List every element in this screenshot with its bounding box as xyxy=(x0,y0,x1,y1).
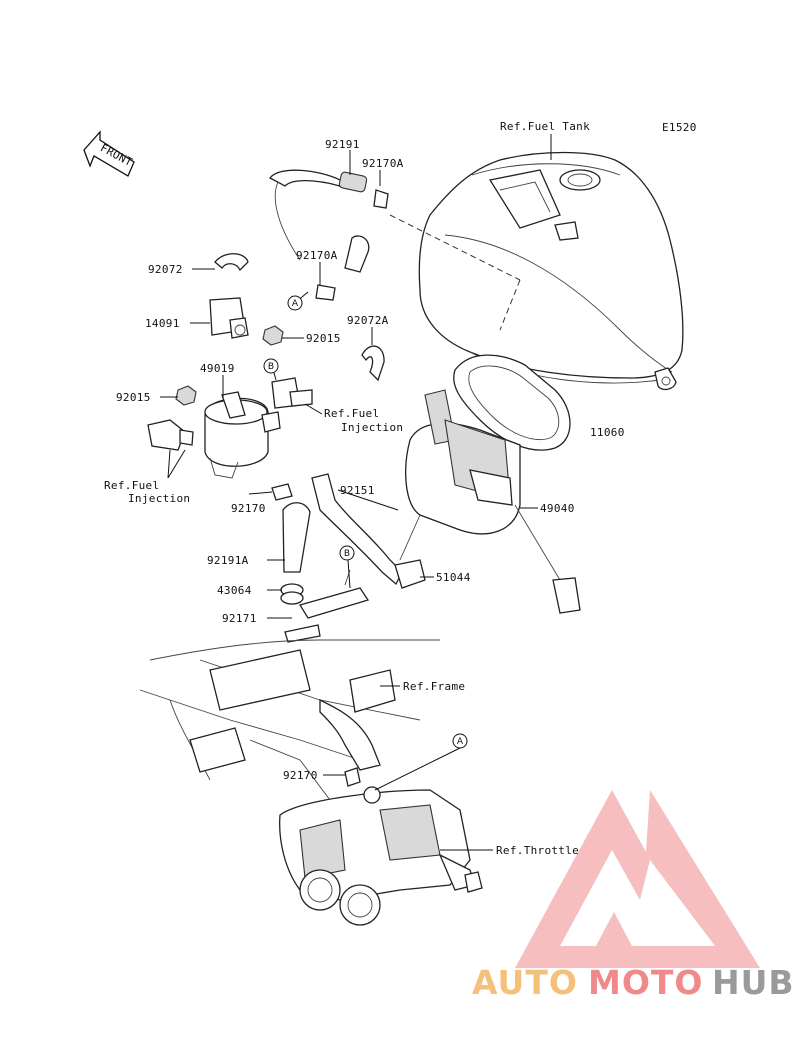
watermark-moto: MOTO xyxy=(588,963,703,1002)
ref-throttle-label: Ref.Throttle xyxy=(496,844,579,857)
callout-b-mid: B xyxy=(339,545,355,561)
part-92072: 92072 xyxy=(148,263,183,276)
part-92171: 92171 xyxy=(222,612,257,625)
svg-text:A: A xyxy=(292,299,299,309)
ref-fuel-injection-right-line1: Ref.Fuel xyxy=(324,407,379,420)
callout-b-top: B xyxy=(263,358,279,374)
part-49040: 49040 xyxy=(540,502,575,515)
diagram-code: E1520 xyxy=(662,121,697,134)
watermark-logo-icon xyxy=(515,790,760,968)
part-49019: 49019 xyxy=(200,362,235,375)
svg-text:B: B xyxy=(268,362,274,372)
part-92170-mid: 92170 xyxy=(231,502,266,515)
ref-fuel-injection-left-line1: Ref.Fuel xyxy=(104,479,159,492)
frame xyxy=(139,639,440,801)
part-92170a-mid: 92170A xyxy=(296,249,338,262)
sensor-left xyxy=(147,419,194,451)
valve-right xyxy=(271,377,313,409)
fuel-tank xyxy=(418,151,684,391)
canister xyxy=(204,391,281,479)
part-14091: 14091 xyxy=(145,317,180,330)
part-92072a: 92072A xyxy=(347,314,389,327)
part-92015-top: 92015 xyxy=(306,332,341,345)
part-92191a: 92191A xyxy=(207,554,249,567)
hose-92191a xyxy=(280,473,426,605)
fuel-pump xyxy=(399,389,581,614)
part-92170a-top: 92170A xyxy=(362,157,404,170)
nut xyxy=(262,325,284,346)
ref-frame-label: Ref.Frame xyxy=(403,680,465,693)
clamp xyxy=(214,253,249,272)
part-92151: 92151 xyxy=(340,484,375,497)
part-92191: 92191 xyxy=(325,138,360,151)
part-11060: 11060 xyxy=(590,426,625,439)
watermark-hub: HUB xyxy=(712,963,795,1002)
tank-ref-line xyxy=(499,279,521,331)
throttle-body xyxy=(279,767,483,926)
nut xyxy=(175,385,197,406)
tank-ref-line xyxy=(389,214,521,281)
part-92015-left: 92015 xyxy=(116,391,151,404)
callout-a-top: A xyxy=(287,295,303,311)
watermark: AUTO MOTO HUB xyxy=(472,963,795,1002)
part-51044: 51044 xyxy=(436,571,471,584)
clip xyxy=(271,483,293,501)
breather-hose xyxy=(269,169,389,301)
svg-text:B: B xyxy=(344,549,350,559)
watermark-auto: AUTO xyxy=(472,963,578,1002)
part-43064: 43064 xyxy=(217,584,252,597)
sensor-14091 xyxy=(209,297,249,339)
ref-fuel-injection-right-line2: Injection xyxy=(341,421,403,434)
front-arrow-icon: FRONT xyxy=(83,130,135,177)
ref-fuel-injection-left-line2: Injection xyxy=(128,492,190,505)
bracket xyxy=(284,569,370,643)
svg-text:A: A xyxy=(457,737,464,747)
ref-fuel-tank-label: Ref.Fuel Tank xyxy=(500,120,590,133)
part-92170-bottom: 92170 xyxy=(283,769,318,782)
clamp xyxy=(361,345,385,382)
tank-gasket xyxy=(453,354,571,451)
callout-a-bottom: A xyxy=(452,733,468,749)
